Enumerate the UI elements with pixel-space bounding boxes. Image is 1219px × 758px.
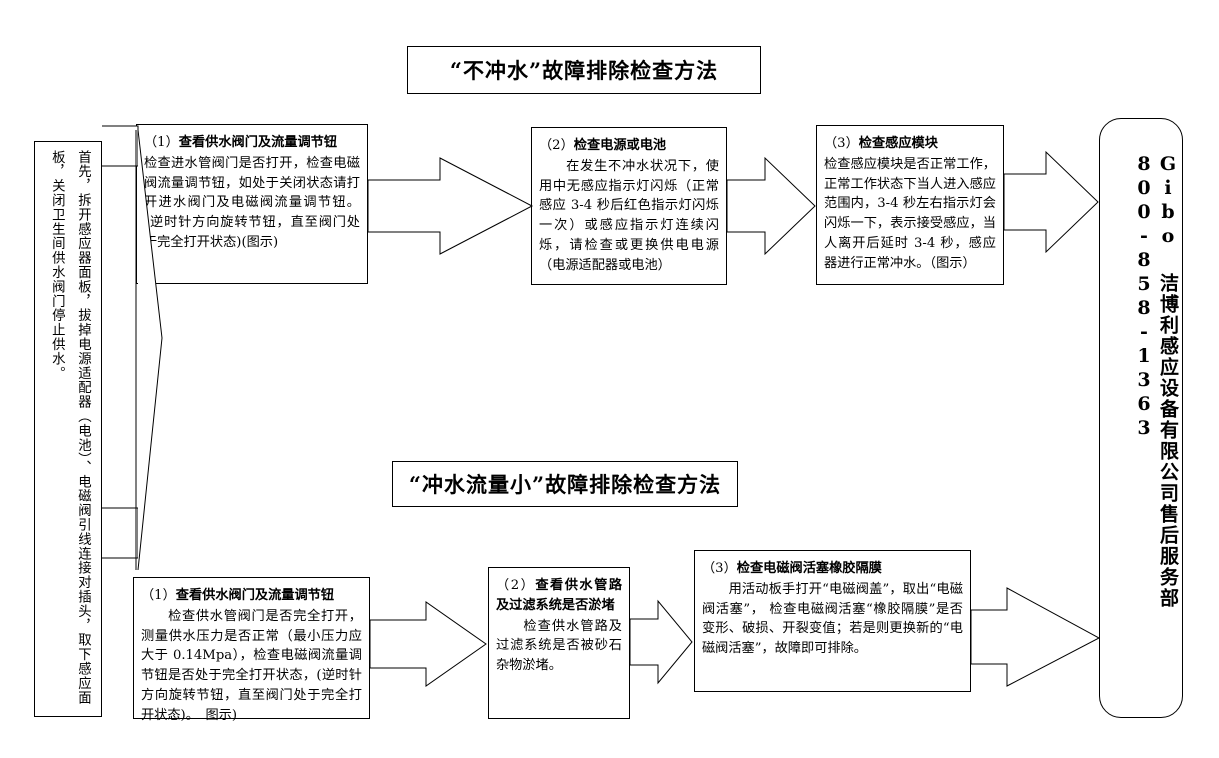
no-flush-step-2-title: 检查电源或电池 [573, 138, 667, 153]
low-flow-step-3-body-text: 用活动板手打开“电磁阀盖”，取出“电磁阀活塞”， 检查电磁阀活塞“橡胶隔膜”是否… [702, 581, 963, 657]
no-flush-step-2: （2）检查电源或电池 在发生不冲水状况下，使用中无感应指示灯闪烁（正常感应 3-… [531, 127, 727, 285]
no-flush-step-1-title: 查看供水阀门及流量调节钮 [178, 135, 338, 150]
arrow-no-flush-3-to-company [1003, 150, 1099, 254]
low-flow-step-2-number: （2） [496, 578, 536, 593]
right-arrow-shape [1003, 150, 1099, 254]
preparation-note-text: 首先，拆开感应器面板，拔掉电源适配器（电池）、电磁阀引线连接对插头，取下感应面板… [48, 150, 90, 705]
right-arrow-shape [367, 157, 534, 255]
no-flush-step-3-body: 检查感应模块是否正常工作，正常工作状态下当人进入感应范围内，3-4 秒左右指示灯… [824, 156, 996, 271]
low-flow-step-3-body: 用活动板手打开“电磁阀盖”，取出“电磁阀活塞”， 检查电磁阀活塞“橡胶隔膜”是否… [702, 580, 963, 659]
no-flush-step-3: （3）检查感应模块 检查感应模块是否正常工作，正常工作状态下当人进入感应范围内，… [816, 125, 1004, 285]
low-flow-step-1: （1）查看供水阀门及流量调节钮 检查供水管阀门是否完全打开，测量供水压力是否正常… [133, 577, 370, 723]
company-contact-box: Gibo 洁博利感应设备有限公司售后服务部 800-858-1363 [1099, 118, 1183, 718]
right-arrow-shape [726, 156, 816, 256]
right-arrow-shape [369, 601, 487, 687]
no-flush-step-2-number: （2） [539, 138, 574, 153]
no-flush-step-1-number: （1） [144, 135, 179, 150]
no-flush-step-3-title: 检查感应模块 [858, 136, 938, 151]
split-connector-spine [137, 129, 163, 571]
section-title-no-flush: “不冲水”故障排除检查方法 [407, 46, 761, 94]
low-flow-step-2: （2）查看供水管路及过滤系统是否淤堵 检查供水管路及过滤系统是否被砂石杂物淤堵。 [488, 567, 630, 719]
low-flow-step-3: （3）检查电磁阀活塞橡胶隔膜 用活动板手打开“电磁阀盖”，取出“电磁阀活塞”， … [694, 550, 971, 692]
low-flow-step-3-heading: （3）检查电磁阀活塞橡胶隔膜 [702, 559, 963, 579]
low-flow-step-3-number: （3） [702, 561, 737, 576]
low-flow-step-2-body-text: 检查供水管路及过滤系统是否被砂石杂物淤堵。 [496, 618, 622, 674]
no-flush-step-2-body-text: 在发生不冲水状况下，使用中无感应指示灯闪烁（正常感应 3-4 秒后红色指示灯闪烁… [539, 158, 719, 273]
section-title-low-flow: “冲水流量小”故障排除检查方法 [392, 461, 738, 507]
arrow-low-flow-3-to-company [970, 587, 1101, 687]
arrow-no-flush-2-to-3 [726, 156, 816, 256]
no-flush-step-2-body: 在发生不冲水状况下，使用中无感应指示灯闪烁（正常感应 3-4 秒后红色指示灯闪烁… [539, 157, 719, 276]
right-arrow-shape [629, 599, 693, 685]
no-flush-step-2-heading: （2）检查电源或电池 [539, 136, 719, 156]
right-arrow-shape [970, 587, 1101, 687]
arrow-low-flow-2-to-3 [629, 599, 693, 685]
low-flow-step-3-title: 检查电磁阀活塞橡胶隔膜 [736, 561, 882, 576]
arrow-low-flow-1-to-2 [369, 601, 487, 687]
low-flow-step-1-heading: （1）查看供水阀门及流量调节钮 [141, 586, 362, 606]
low-flow-step-1-body: 检查供水管阀门是否完全打开，测量供水压力是否正常（最小压力应大于 0.14Mpa… [141, 607, 362, 726]
arrow-no-flush-1-to-2 [367, 157, 534, 255]
no-flush-step-3-number: （3） [824, 136, 859, 151]
low-flow-step-2-body: 检查供水管路及过滤系统是否被砂石杂物淤堵。 [496, 617, 622, 676]
company-contact-text: Gibo 洁博利感应设备有限公司售后服务部 800-858-1363 [1133, 153, 1179, 609]
no-flush-step-1: （1）查看供水阀门及流量调节钮 检查进水管阀门是否打开，检查电磁阀流量调节钮，如… [136, 124, 368, 284]
split-connector-upper-stem [102, 125, 139, 167]
no-flush-step-1-body: 检查进水管阀门是否打开，检查电磁阀流量调节钮，如处于关闭状态请打开进水阀门及电磁… [144, 155, 360, 250]
split-connector-from-preparation [102, 125, 163, 571]
no-flush-step-3-heading: （3）检查感应模块 [824, 134, 996, 154]
low-flow-step-2-title: 查看供水管路及过滤系统是否淤堵 [496, 578, 623, 613]
no-flush-step-1-heading: （1）查看供水阀门及流量调节钮 [144, 133, 360, 153]
preparation-note-box: 首先，拆开感应器面板，拔掉电源适配器（电池）、电磁阀引线连接对插头，取下感应面板… [34, 141, 102, 717]
low-flow-step-1-number: （1） [141, 588, 176, 603]
split-connector-lower-stem [102, 507, 139, 559]
low-flow-step-1-title: 查看供水阀门及流量调节钮 [175, 588, 335, 603]
low-flow-step-1-body-text: 检查供水管阀门是否完全打开，测量供水压力是否正常（最小压力应大于 0.14Mpa… [141, 608, 362, 723]
low-flow-step-2-heading: （2）查看供水管路及过滤系统是否淤堵 [496, 576, 622, 616]
